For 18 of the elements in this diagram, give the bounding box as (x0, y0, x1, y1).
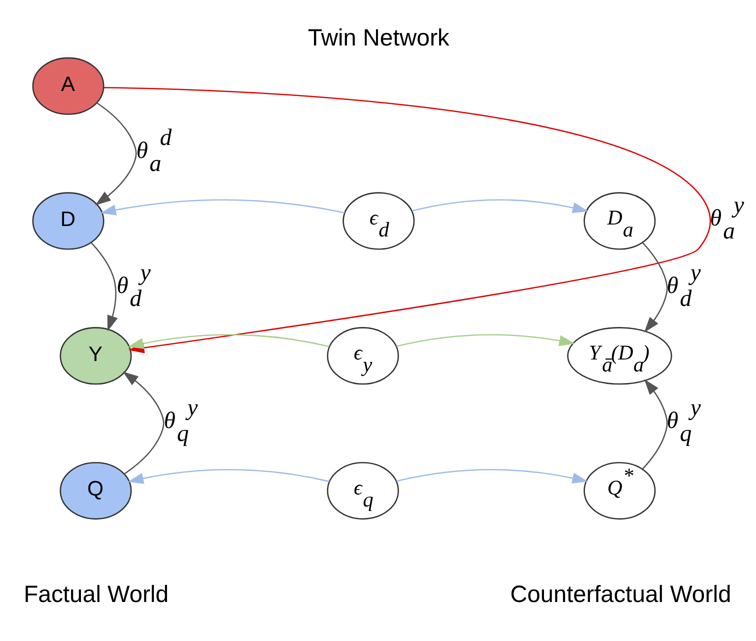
arrow (396, 469, 588, 484)
node-ellipse: A (32, 57, 104, 115)
arrow (396, 334, 575, 347)
arrow (128, 469, 330, 484)
arrow (95, 102, 137, 206)
arrow (90, 242, 118, 332)
arrow (122, 372, 164, 474)
arrow (128, 334, 330, 349)
arrow (642, 242, 668, 333)
node-ellipse: D (32, 192, 104, 250)
arrow (642, 379, 668, 470)
diagram-title: Twin Network (308, 24, 450, 50)
node-ellipse: Y (60, 327, 132, 385)
label: Factual World (24, 580, 169, 607)
arrow (100, 199, 345, 216)
arrow (412, 199, 588, 214)
label: Counterfactual World (510, 580, 732, 607)
node-ellipse: Q (60, 462, 132, 520)
